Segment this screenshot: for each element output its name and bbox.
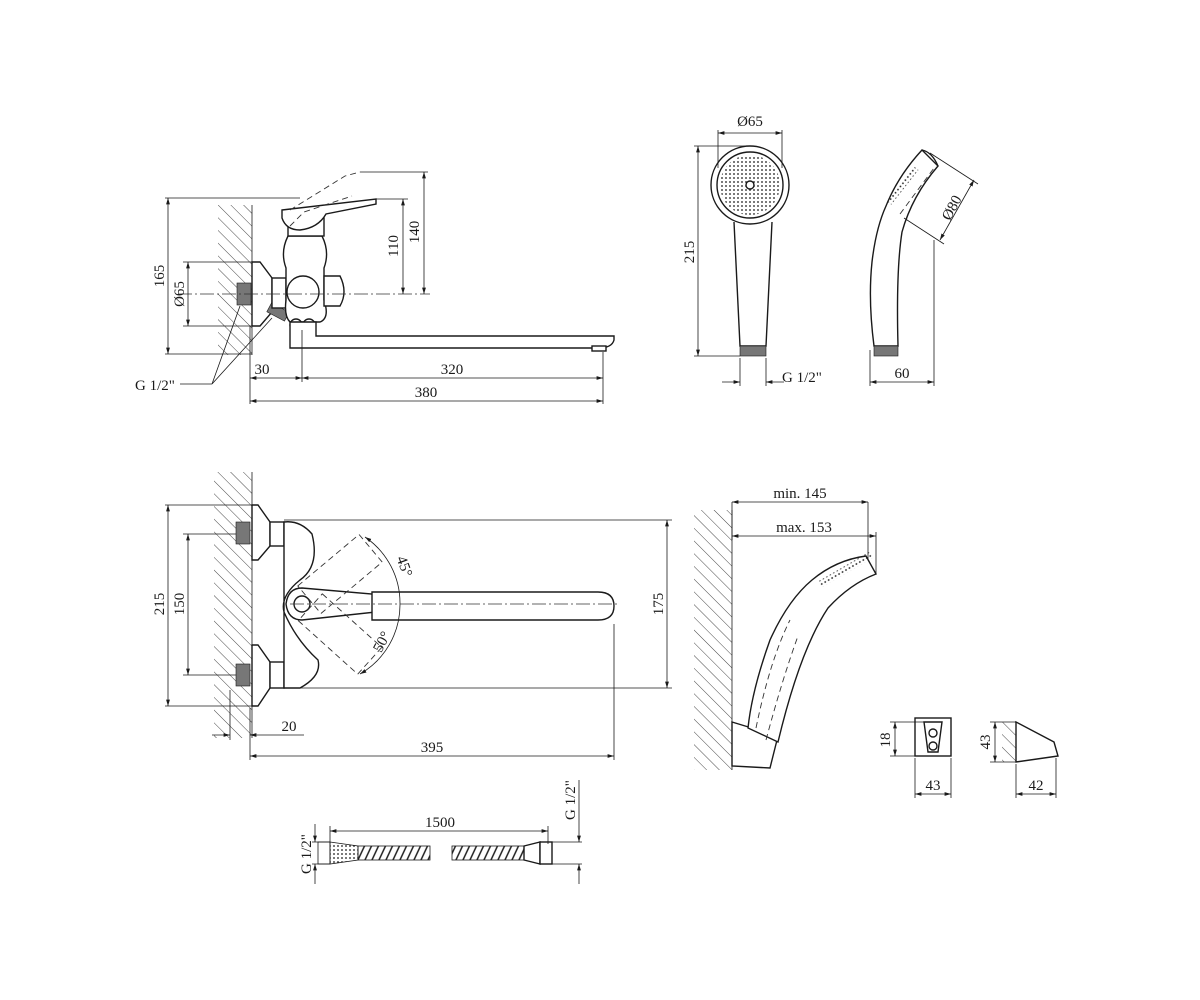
- dim-1500: 1500: [425, 815, 455, 831]
- wall-hatch: [218, 205, 252, 355]
- dim-60: 60: [895, 366, 910, 382]
- top-view: 45° 50° 215 150 175 20 395: [152, 472, 672, 760]
- hand-shower-front: Ø65 215 G 1/2": [682, 114, 822, 386]
- dim-175: 175: [651, 593, 667, 616]
- wall-hatch-top: [214, 472, 252, 738]
- dim-20: 20: [282, 719, 297, 735]
- spout: [289, 321, 615, 349]
- bracket-side: 43 42: [978, 720, 1059, 798]
- dim-45-deg: 45°: [393, 554, 415, 579]
- dim-42: 42: [1029, 778, 1044, 794]
- dim-max-153: max. 153: [776, 520, 832, 536]
- hand-shower-side: Ø80 60: [869, 148, 979, 386]
- bracket-front: 18 43: [878, 717, 952, 798]
- dim-215-top: 215: [152, 593, 168, 616]
- mixer-body: [282, 235, 328, 323]
- dim-140: 140: [407, 221, 423, 244]
- hose: 1500 G 1/2" G 1/2": [299, 780, 582, 884]
- thread-label-hose-left: G 1/2": [299, 834, 315, 874]
- holder-view: min. 145 max. 153: [694, 486, 878, 770]
- holder-shower: [747, 555, 878, 743]
- dim-215-shower: 215: [682, 241, 698, 264]
- hose-coil-left: [357, 845, 431, 861]
- dim-150: 150: [172, 593, 188, 616]
- dim-43-height: 43: [978, 735, 994, 750]
- wall-hatch-holder: [694, 510, 732, 770]
- dim-395: 395: [421, 740, 444, 756]
- bracket-side-body: [1015, 720, 1059, 763]
- dim-dia-65: Ø65: [172, 281, 188, 307]
- lever-handle: [281, 198, 377, 231]
- thread-label: G 1/2": [135, 378, 175, 394]
- dim-min-145: min. 145: [773, 486, 826, 502]
- shower-handle: [733, 221, 773, 347]
- dim-30: 30: [255, 362, 270, 378]
- thread-label-shower: G 1/2": [782, 370, 822, 386]
- hose-coil-right: [451, 845, 525, 861]
- dim-380: 380: [415, 385, 438, 401]
- dim-dia-65-shower: Ø65: [737, 114, 763, 130]
- top-spout: [371, 591, 615, 621]
- dim-43-width: 43: [926, 778, 941, 794]
- top-body: [282, 521, 320, 689]
- dim-50-deg: 50°: [370, 629, 394, 655]
- hose-cone: [329, 841, 359, 865]
- dim-18: 18: [878, 733, 894, 748]
- dim-165: 165: [152, 265, 168, 288]
- dim-110: 110: [386, 235, 402, 257]
- side-view: 165 Ø65 110 140 30 320 380 G 1/2": [135, 171, 615, 404]
- dim-dia-80: Ø80: [939, 193, 965, 223]
- thread-label-hose-right: G 1/2": [563, 780, 579, 820]
- dim-320: 320: [441, 362, 464, 378]
